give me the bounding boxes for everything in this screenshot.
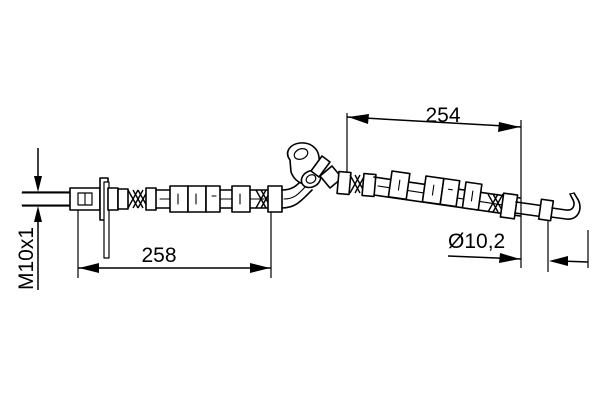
dimension-diameter (447, 214, 589, 272)
coil-section-right-1 (349, 174, 366, 194)
label-diameter-right: Ø10,2 (448, 230, 505, 253)
coil-section-mid (255, 189, 272, 209)
coil-section-left (127, 189, 149, 209)
left-hose-section (155, 185, 283, 213)
right-hook-fitting (514, 192, 581, 222)
right-crimp-group (336, 170, 377, 198)
dimension-258 (77, 200, 272, 278)
mounting-bracket-eyelet (286, 142, 343, 189)
left-banjo-fitting (21, 177, 157, 259)
dimension-254 (346, 113, 522, 214)
label-length-left: 258 (141, 244, 176, 267)
dimension-m10x1 (22, 148, 78, 290)
label-length-right: 254 (425, 104, 460, 127)
coil-section-right-2 (487, 193, 504, 213)
right-hose-section (373, 170, 521, 220)
label-thread-spec: M10x1 (15, 227, 38, 290)
